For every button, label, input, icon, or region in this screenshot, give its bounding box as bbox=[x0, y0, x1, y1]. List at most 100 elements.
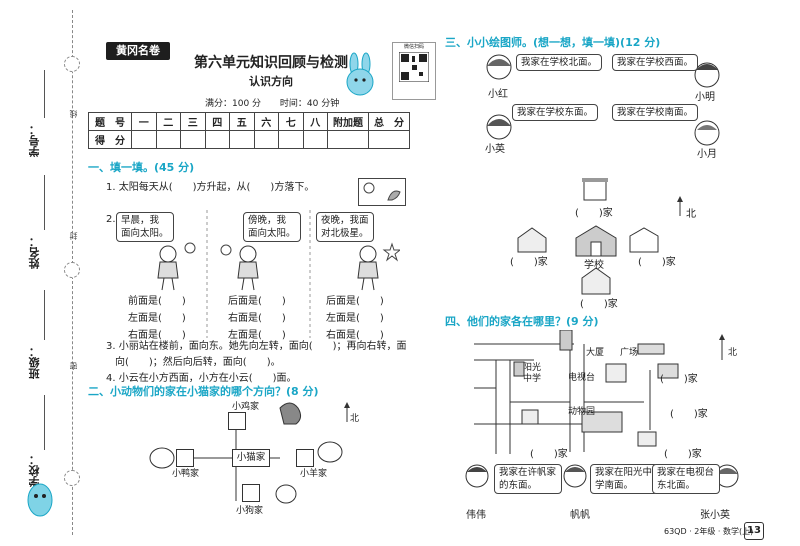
score-cell[interactable] bbox=[204, 130, 230, 149]
header: 黄冈名卷 第六单元知识回顾与检测 认识方向 微信扫码 bbox=[106, 42, 436, 100]
score-table: 题 号 一 二 三 四 五 六 七 八 附加题 总 分 得 分 bbox=[88, 112, 410, 149]
question-3-line1: 3. 小丽站在楼前，面向东。她先向左转，面向( )；再向右转，面 bbox=[106, 341, 407, 352]
score-cell[interactable] bbox=[368, 130, 410, 149]
score-header-cell: 七 bbox=[278, 112, 304, 131]
score-header-cell: 附加题 bbox=[327, 112, 369, 131]
score-header-cell: 二 bbox=[155, 112, 181, 131]
qr-caption: 微信扫码 bbox=[403, 44, 424, 50]
fanfan-icon bbox=[563, 464, 587, 488]
time-limit: 时间：40 分钟 bbox=[279, 99, 340, 109]
sun-rooster-picture bbox=[358, 178, 406, 206]
home-answer-east[interactable]: ( )家 bbox=[638, 257, 676, 268]
section-2-title: 二、小动物们的家在小猫家的哪个方向？(8 分) bbox=[88, 385, 319, 398]
score-header-cell: 四 bbox=[204, 112, 230, 131]
xiaoying-icon bbox=[486, 114, 512, 140]
score-cell[interactable] bbox=[180, 130, 206, 149]
name-xiaoyue: 小月 bbox=[697, 149, 717, 160]
duck-home-label: 小鸭家 bbox=[172, 469, 200, 479]
place-tv-station: 电视台 bbox=[568, 373, 596, 383]
school-line[interactable] bbox=[44, 395, 45, 450]
home-answer-west[interactable]: ( )家 bbox=[510, 257, 548, 268]
question-1: 1. 太阳每天从( )方升起，从( )方落下。 bbox=[106, 182, 315, 193]
name-xiaohong: 小红 bbox=[488, 89, 508, 100]
sheep-home-label: 小羊家 bbox=[300, 469, 328, 479]
score-cell[interactable] bbox=[253, 130, 279, 149]
score-row-label: 得 分 bbox=[88, 130, 132, 149]
binding-hole bbox=[64, 262, 80, 278]
speech-bubble-weiwei: 我家在许帆家的东面。 bbox=[494, 464, 562, 494]
home-answer-ne[interactable]: ( )家 bbox=[660, 374, 698, 385]
score-input-row: 得 分 bbox=[88, 130, 410, 149]
page-subtitle: 认识方向 bbox=[249, 75, 293, 88]
score-cell[interactable] bbox=[278, 130, 304, 149]
score-header-cell: 六 bbox=[253, 112, 279, 131]
north-label-2: 北 bbox=[350, 414, 360, 424]
home-answer-south[interactable]: ( )家 bbox=[580, 299, 618, 310]
home-answer-se[interactable]: ( )家 bbox=[664, 449, 702, 460]
name-weiwei: 伟伟 bbox=[466, 510, 486, 521]
class-line[interactable] bbox=[44, 290, 45, 340]
binding-hole bbox=[64, 470, 80, 486]
child-evening-icon bbox=[220, 244, 259, 291]
score-cell[interactable] bbox=[302, 130, 328, 149]
score-cell[interactable] bbox=[131, 130, 157, 149]
score-cell[interactable] bbox=[327, 130, 369, 149]
xiaoming-icon bbox=[694, 62, 720, 88]
cut-mark: 线 bbox=[69, 110, 78, 118]
answer-front-1: 前面是( ) bbox=[128, 296, 186, 307]
name-line[interactable] bbox=[44, 175, 45, 230]
name-label: 姓名： bbox=[28, 236, 41, 269]
speech-bubble-xiaoying: 我家在学校东面。 bbox=[512, 104, 599, 121]
qr-code[interactable]: 微信扫码 bbox=[392, 42, 436, 100]
home-answer-north[interactable]: ( )家 bbox=[575, 208, 613, 219]
chick-home-label: 小鸡家 bbox=[232, 402, 260, 412]
north-label-3: 北 bbox=[686, 209, 696, 220]
answer-left-2: 左面是( ) bbox=[228, 330, 286, 341]
answer-left-3: 左面是( ) bbox=[326, 313, 384, 324]
full-score: 满分：100 分 bbox=[205, 99, 262, 109]
answer-box-south[interactable] bbox=[242, 484, 260, 502]
question-2-number: 2. bbox=[106, 214, 116, 225]
section-3-title: 三、小小绘图师。(想一想，填一填)(12 分) bbox=[445, 36, 661, 49]
child-night-icon bbox=[357, 242, 400, 291]
answer-box-east[interactable] bbox=[296, 449, 314, 467]
answer-box-north[interactable] bbox=[228, 412, 246, 430]
rabbit-icon bbox=[346, 52, 374, 96]
cat-home-box: 小猫家 bbox=[232, 449, 270, 467]
mascot-icon bbox=[27, 483, 53, 517]
answer-left-1: 左面是( ) bbox=[128, 313, 186, 324]
class-label: 班级： bbox=[28, 346, 41, 379]
name-fanfan: 帆帆 bbox=[570, 510, 590, 521]
brand-logo: 黄冈名卷 bbox=[106, 42, 170, 60]
speech-bubble-night: 夜晚，我面 对北极星。 bbox=[316, 212, 374, 242]
answer-back-2: 后面是( ) bbox=[228, 296, 286, 307]
page-title: 第六单元知识回顾与检测 bbox=[194, 55, 348, 71]
exam-info: 满分：100 分 时间：40 分钟 bbox=[205, 96, 339, 109]
speech-bubble-evening: 傍晚，我 面向太阳。 bbox=[243, 212, 301, 242]
score-cell[interactable] bbox=[155, 130, 181, 149]
score-header-cell: 题 号 bbox=[88, 112, 132, 131]
score-header-cell: 八 bbox=[302, 112, 328, 131]
score-cell[interactable] bbox=[229, 130, 255, 149]
speech-bubble-xiaoming: 我家在学校西面。 bbox=[612, 54, 699, 71]
score-header-cell: 总 分 bbox=[368, 112, 410, 131]
footer-text: 63QD · 2年级 · 数学(上) bbox=[664, 527, 754, 536]
answer-box-west[interactable] bbox=[176, 449, 194, 467]
answer-back-3: 后面是( ) bbox=[326, 296, 384, 307]
home-answer-e[interactable]: ( )家 bbox=[670, 409, 708, 420]
score-header-row: 题 号 一 二 三 四 五 六 七 八 附加题 总 分 bbox=[88, 112, 410, 131]
home-answer-s[interactable]: ( )家 bbox=[530, 449, 568, 460]
student-id-line[interactable] bbox=[44, 70, 45, 118]
qr-code-icon bbox=[398, 51, 430, 83]
question-3-line2: 向( )；然后向后转，面向( )。 bbox=[115, 357, 281, 368]
speech-bubble-xiaohong: 我家在学校北面。 bbox=[516, 54, 603, 71]
xiaohong-icon bbox=[486, 54, 512, 80]
question-4: 4. 小云在小方西面，小方在小云( )面。 bbox=[106, 373, 297, 384]
dog-home-label: 小狗家 bbox=[236, 506, 264, 516]
answer-right-1: 右面是( ) bbox=[128, 330, 186, 341]
speech-bubble-zhangxiaoying: 我家在电视台东北面。 bbox=[652, 464, 720, 494]
north-label-4: 北 bbox=[728, 348, 738, 358]
xiaoyue-icon bbox=[694, 120, 720, 146]
speech-bubble-morning: 早晨，我 面向太阳。 bbox=[116, 212, 174, 242]
child-morning-icon bbox=[157, 242, 196, 291]
